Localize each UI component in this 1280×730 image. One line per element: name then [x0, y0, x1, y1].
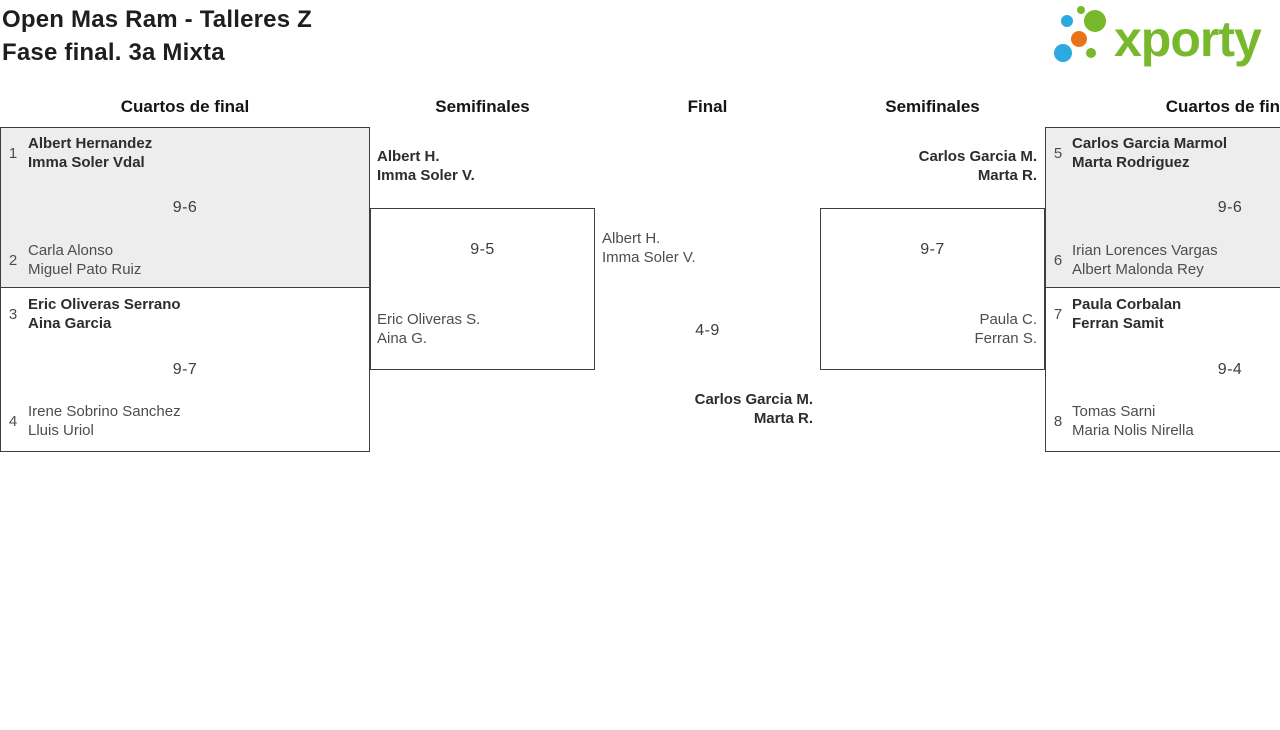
- logo-dot-green-small-icon: [1086, 48, 1096, 58]
- player-name: Carla Alonso: [28, 242, 114, 259]
- team-qf4-bottom: Tomas Sarni Maria Nolis Nirella: [1072, 402, 1194, 440]
- match-box-qf4: [1045, 288, 1280, 452]
- player-name: Lluis Uriol: [28, 422, 94, 439]
- player-name: Carlos Garcia M.: [694, 391, 813, 408]
- seed-number: 7: [1053, 305, 1063, 323]
- score-qf2: 9-7: [172, 361, 198, 378]
- round-header-right-semis: Semifinales: [885, 97, 980, 116]
- seed-number: 1: [8, 144, 18, 162]
- score-qf4: 9-4: [1217, 361, 1243, 378]
- player-name: Miguel Pato Ruiz: [28, 261, 142, 278]
- team-qf4-top: Paula Corbalan Ferran Samit: [1072, 295, 1181, 333]
- team-qf2-bottom: Irene Sobrino Sanchez Lluis Uriol: [28, 402, 181, 440]
- player-name: Eric Oliveras Serrano: [28, 296, 181, 313]
- player-name: Aina G.: [377, 330, 428, 347]
- match-box-qf2: [0, 288, 370, 452]
- team-qf1-top: Albert Hernandez Imma Soler Vdal: [28, 134, 152, 172]
- seed-number: 4: [8, 412, 18, 430]
- player-name: Carlos Garcia M.: [918, 148, 1037, 165]
- seed-number: 2: [8, 251, 18, 269]
- team-qf2-top: Eric Oliveras Serrano Aina Garcia: [28, 295, 181, 333]
- player-name: Paula Corbalan: [1072, 296, 1182, 313]
- seed-number: 8: [1053, 412, 1063, 430]
- match-box-qf1: [0, 127, 370, 288]
- score-qf1: 9-6: [172, 199, 198, 216]
- player-name: Albert H.: [602, 230, 661, 247]
- player-name: Marta R.: [753, 410, 813, 427]
- player-name: Imma Soler V.: [377, 167, 475, 184]
- logo-dot-green-large-icon: [1084, 10, 1106, 32]
- team-qf3-top: Carlos Garcia Marmol Marta Rodriguez: [1072, 134, 1227, 172]
- player-name: Irian Lorences Vargas: [1072, 242, 1218, 259]
- seed-number: 5: [1053, 144, 1063, 162]
- player-name: Carlos Garcia Marmol: [1072, 135, 1228, 152]
- phase-category: Fase final. 3a Mixta: [2, 39, 225, 66]
- logo-dot-blue-small-icon: [1061, 15, 1073, 27]
- team-final-top: Albert H. Imma Soler V.: [602, 229, 696, 267]
- team-semi-right-top: Carlos Garcia M. Marta R.: [820, 147, 1037, 185]
- player-name: Maria Nolis Nirella: [1072, 422, 1194, 439]
- round-header-right-quarters: Cuartos de final: [1165, 97, 1280, 116]
- player-name: Imma Soler Vdal: [28, 154, 145, 171]
- player-name: Albert H.: [377, 148, 440, 165]
- logo-dot-orange-icon: [1071, 31, 1087, 47]
- player-name: Albert Hernandez: [28, 135, 153, 152]
- page-title: Open Mas Ram - Talleres Z Fase final. 3a…: [2, 3, 312, 69]
- player-name: Marta Rodriguez: [1072, 154, 1190, 171]
- score-semi-left: 9-5: [470, 241, 495, 258]
- player-name: Ferran S.: [974, 330, 1037, 347]
- team-qf1-bottom: Carla Alonso Miguel Pato Ruiz: [28, 241, 141, 279]
- player-name: Irene Sobrino Sanchez: [28, 403, 181, 420]
- seed-number: 6: [1053, 251, 1063, 269]
- player-name: Marta R.: [977, 167, 1037, 184]
- player-name: Paula C.: [979, 311, 1037, 328]
- match-box-qf3: [1045, 127, 1280, 288]
- player-name: Albert Malonda Rey: [1072, 261, 1204, 278]
- player-name: Ferran Samit: [1072, 315, 1164, 332]
- team-semi-left-top: Albert H. Imma Soler V.: [377, 147, 475, 185]
- score-qf3: 9-6: [1217, 199, 1243, 216]
- logo-dot-green-tiny-icon: [1077, 6, 1085, 14]
- score-semi-right: 9-7: [920, 241, 945, 258]
- xporty-logo[interactable]: xporty: [1050, 4, 1278, 70]
- logo-wordmark: xporty: [1114, 11, 1262, 67]
- team-qf3-bottom: Irian Lorences Vargas Albert Malonda Rey: [1072, 241, 1218, 279]
- round-header-left-quarters: Cuartos de final: [120, 97, 250, 116]
- team-semi-left-bottom: Eric Oliveras S. Aina G.: [377, 310, 480, 348]
- player-name: Imma Soler V.: [602, 249, 696, 266]
- match-box-semi-left: [370, 208, 595, 370]
- round-header-final: Final: [687, 97, 728, 116]
- score-final: 4-9: [695, 322, 720, 339]
- tournament-name: Open Mas Ram - Talleres Z: [2, 6, 312, 33]
- team-semi-right-bottom: Paula C. Ferran S.: [820, 310, 1037, 348]
- match-box-semi-right: [820, 208, 1045, 370]
- logo-dot-blue-large-icon: [1054, 44, 1072, 62]
- player-name: Tomas Sarni: [1072, 403, 1156, 420]
- player-name: Eric Oliveras S.: [377, 311, 481, 328]
- round-header-left-semis: Semifinales: [435, 97, 530, 116]
- team-final-bottom-champion: Carlos Garcia M. Marta R.: [595, 390, 813, 428]
- seed-number: 3: [8, 305, 18, 323]
- player-name: Aina Garcia: [28, 315, 112, 332]
